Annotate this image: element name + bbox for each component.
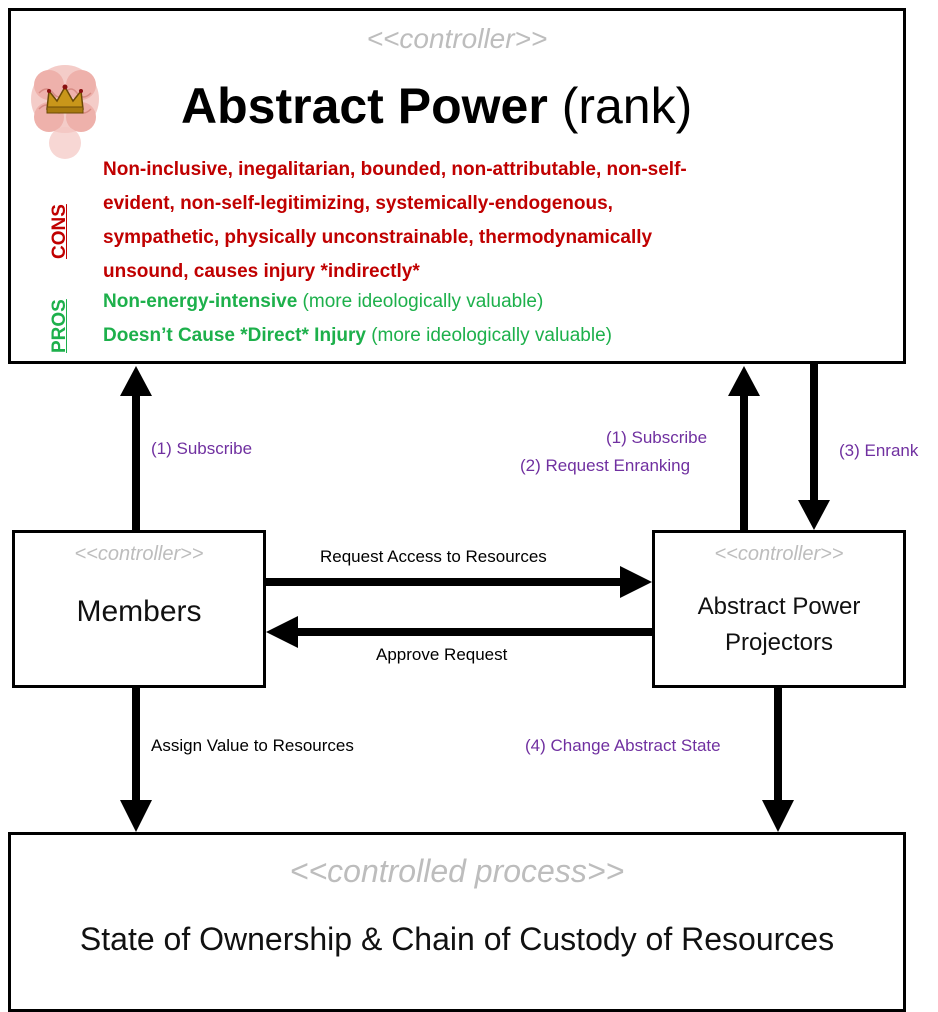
- pros-item-bold: Non-energy-intensive: [103, 291, 298, 312]
- controller-stereotype: <<controller>>: [714, 543, 844, 565]
- projectors-subscribe-label: (1) Subscribe: [606, 428, 708, 447]
- cons-line: unsound, causes injury *indirectly*: [103, 261, 420, 282]
- abstract-power-box: <<controller>> Abstract Power (rank) CON…: [8, 8, 906, 364]
- pros-item-bold: Doesn’t Cause *Direct* Injury: [103, 325, 366, 346]
- controller-stereotype: <<controller>>: [366, 23, 548, 54]
- approve-request-label: Approve Request: [376, 645, 508, 664]
- members-box: <<controller>> Members: [12, 530, 266, 688]
- pros-item-note: (more ideologically valuable): [371, 325, 612, 346]
- process-stereotype: <<controlled process>>: [289, 853, 625, 889]
- assign-value-label: Assign Value to Resources: [151, 736, 354, 755]
- request-access-label: Request Access to Resources: [320, 547, 547, 566]
- cons-line: evident, non-self-legitimizing, systemic…: [103, 193, 613, 214]
- projectors-name: Abstract Power Projectors: [665, 589, 893, 661]
- change-state-label: (4) Change Abstract State: [525, 736, 721, 755]
- title-bold: Abstract Power: [181, 78, 548, 134]
- projectors-name-line: Projectors: [724, 629, 834, 656]
- arrowhead: [728, 366, 760, 396]
- arrowhead: [266, 616, 298, 648]
- projectors-box: <<controller>> Abstract Power Projectors: [652, 530, 906, 688]
- arrowhead: [620, 566, 652, 598]
- request-enranking-label: (2) Request Enranking: [520, 456, 691, 475]
- process-name: State of Ownership & Chain of Custody of…: [79, 921, 835, 957]
- pros-item-note: (more ideologically valuable): [302, 291, 544, 312]
- diagram-title: Abstract Power (rank): [181, 77, 692, 135]
- cons-line: Non-inclusive, inegalitarian, bounded, n…: [103, 159, 687, 180]
- controlled-process-box: <<controlled process>> State of Ownershi…: [8, 832, 906, 1012]
- arrowhead: [120, 800, 152, 832]
- brain-crown-icon: [31, 65, 99, 159]
- enrank-label: (3) Enrank: [839, 441, 919, 460]
- cons-line: sympathetic, physically unconstrainable,…: [103, 227, 653, 248]
- title-rank: (rank): [561, 78, 693, 134]
- members-subscribe-label: (1) Subscribe: [151, 439, 253, 458]
- members-name: Members: [76, 595, 202, 628]
- pros-line: Non-energy-intensive (more ideologically…: [103, 291, 543, 313]
- arrowhead: [120, 366, 152, 396]
- projectors-name-line: Abstract Power: [697, 593, 861, 620]
- controller-stereotype: <<controller>>: [74, 543, 204, 565]
- arrowhead: [798, 500, 830, 530]
- pros-line: Doesn’t Cause *Direct* Injury (more ideo…: [103, 325, 612, 347]
- arrowhead: [762, 800, 794, 832]
